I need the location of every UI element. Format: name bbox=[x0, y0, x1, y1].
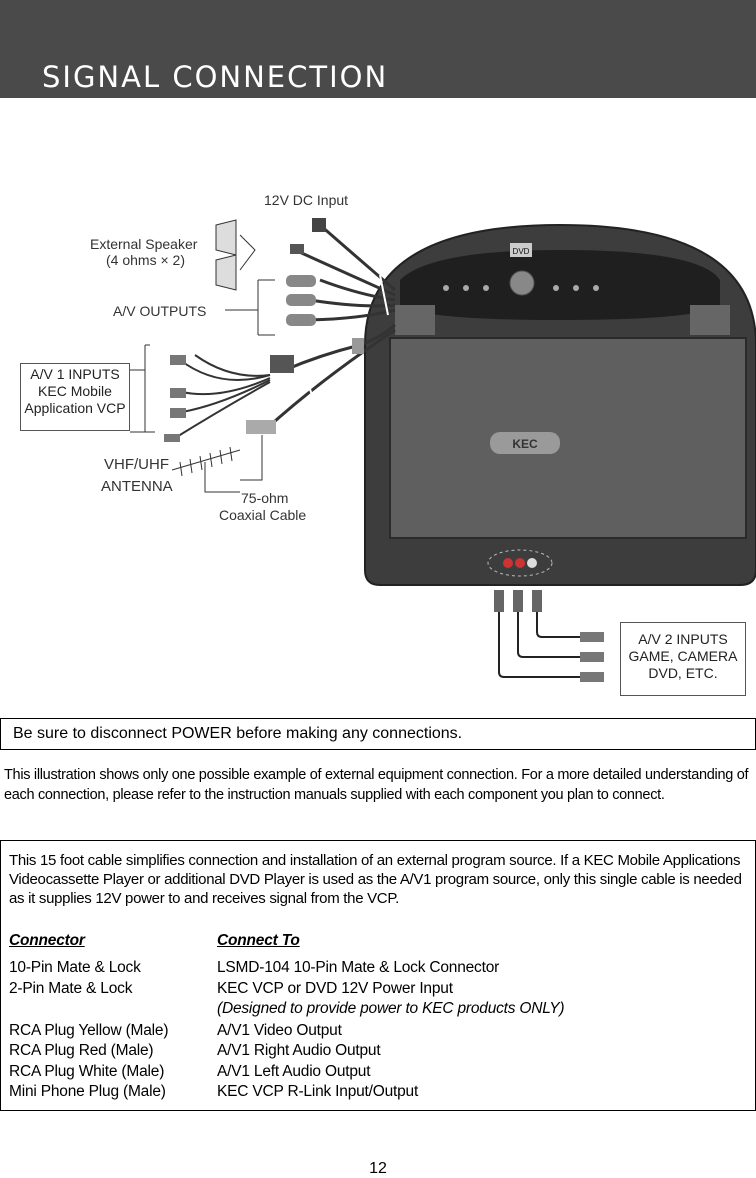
speaker-ohms-label: (4 ohms × 2) bbox=[106, 252, 185, 268]
av1-line1: A/V 1 INPUTS bbox=[30, 366, 120, 382]
connect-to-cell: KEC VCP or DVD 12V Power Input bbox=[217, 980, 453, 997]
page-title: SIGNAL CONNECTION bbox=[42, 60, 389, 94]
connector-cell: RCA Plug Red (Male) bbox=[9, 1042, 154, 1059]
av2-line1: A/V 2 INPUTS bbox=[638, 631, 728, 647]
connector-cell: 2-Pin Mate & Lock bbox=[9, 980, 133, 997]
av1-line2: KEC Mobile bbox=[38, 383, 112, 399]
connection-illustration: DVD KEC bbox=[130, 218, 756, 682]
antenna-label-line1: VHF/UHF bbox=[104, 456, 169, 473]
dc-input-label: 12V DC Input bbox=[264, 192, 349, 208]
av2-line3: DVD, ETC. bbox=[648, 665, 718, 681]
connector-column-header: Connector bbox=[9, 932, 85, 949]
cable-description: This 15 foot cable simplifies connection… bbox=[9, 852, 742, 907]
external-speaker-label: External Speaker bbox=[90, 236, 198, 252]
connect-to-cell: A/V1 Right Audio Output bbox=[217, 1042, 381, 1059]
connector-cell: 10-Pin Mate & Lock bbox=[9, 959, 141, 976]
power-warning-box: Be sure to disconnect POWER before makin… bbox=[0, 718, 756, 750]
av2-inputs-box: A/V 2 INPUTS GAME, CAMERA DVD, ETC. bbox=[620, 622, 746, 696]
connect-to-cell: A/V1 Left Audio Output bbox=[217, 1063, 371, 1080]
connect-to-cell: LSMD-104 10-Pin Mate & Lock Connector bbox=[217, 959, 500, 976]
cable-detail-box: This 15 foot cable simplifies connection… bbox=[0, 840, 756, 1111]
connect-to-column-header: Connect To bbox=[217, 932, 300, 949]
av-outputs-label: A/V OUTPUTS bbox=[113, 303, 207, 319]
connection-diagram: DVD KEC bbox=[0, 180, 756, 700]
connector-cell: Mini Phone Plug (Male) bbox=[9, 1083, 166, 1100]
kec-logo: KEC bbox=[512, 437, 538, 451]
connector-cell: RCA Plug White (Male) bbox=[9, 1063, 165, 1080]
connect-to-cell: KEC VCP R-Link Input/Output bbox=[217, 1083, 419, 1100]
page-number: 12 bbox=[369, 1160, 387, 1177]
connect-to-cell: A/V1 Video Output bbox=[217, 1022, 342, 1039]
connector-cell: RCA Plug Yellow (Male) bbox=[9, 1022, 169, 1039]
dvd-badge: DVD bbox=[513, 247, 530, 256]
antenna-label-line2: ANTENNA bbox=[101, 478, 173, 495]
intro-paragraph: This illustration shows only one possibl… bbox=[4, 767, 749, 803]
power-note: (Designed to provide power to KEC produc… bbox=[217, 1000, 565, 1017]
power-warning-text: Be sure to disconnect POWER before makin… bbox=[13, 725, 463, 742]
coax-label-line2: Coaxial Cable bbox=[219, 507, 307, 523]
page-header: SIGNAL CONNECTION bbox=[0, 0, 756, 98]
av2-line2: GAME, CAMERA bbox=[628, 648, 738, 664]
av1-line3: Application VCP bbox=[24, 400, 126, 416]
av1-inputs-box: A/V 1 INPUTS KEC Mobile Application VCP bbox=[20, 363, 130, 431]
coax-label-line1: 75-ohm bbox=[241, 490, 289, 506]
